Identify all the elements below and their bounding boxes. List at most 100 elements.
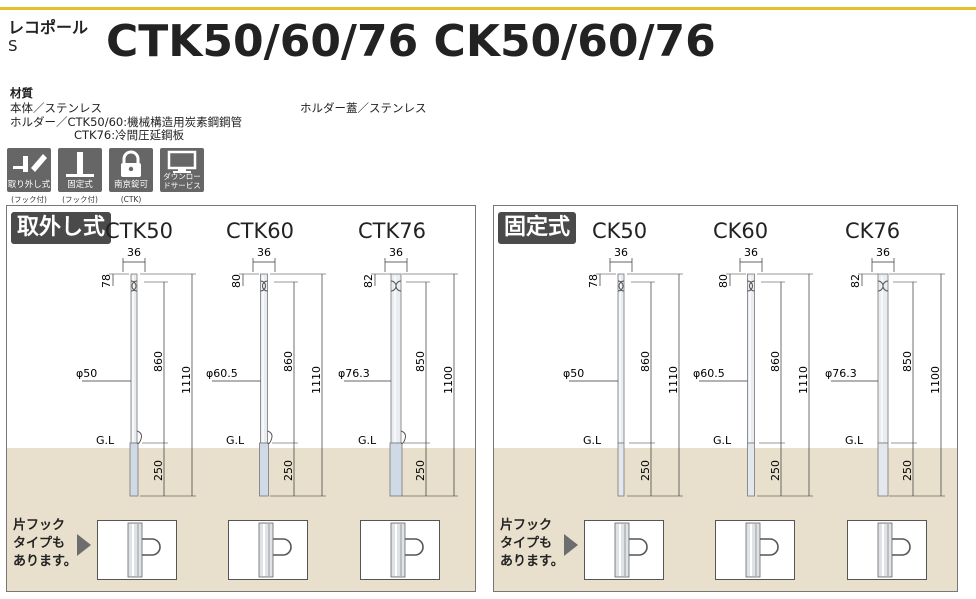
arrow-icon: [77, 534, 91, 556]
dim-diameter: φ50: [563, 367, 584, 380]
dim-top: 78: [100, 274, 113, 288]
pole-embedded: [617, 442, 625, 497]
hook-note-line3: あります。: [500, 554, 564, 569]
lock-lever: [400, 430, 406, 444]
ground-level-label: G.L: [96, 434, 115, 447]
ground-level-label: G.L: [713, 434, 732, 447]
pole: [260, 273, 268, 444]
hook-photo-ctk76: [360, 520, 440, 580]
model-ctk50: CTK50: [105, 219, 173, 243]
hook-photo-ck50: [584, 520, 664, 580]
pole: [747, 273, 755, 444]
dim-width: 36: [389, 246, 403, 259]
materials-heading: 材質: [10, 86, 33, 100]
hook-note-line2: タイプも: [500, 536, 553, 551]
pole-holder: [259, 442, 269, 497]
hook-note-line1: 片フック: [13, 518, 66, 533]
dim-above: 860: [282, 351, 295, 372]
model-ctk76: CTK76: [358, 219, 426, 243]
fixed-tag: 固定式: [498, 212, 577, 244]
pole: [130, 273, 138, 444]
dim-below: 250: [282, 460, 295, 481]
dim-total: 1110: [180, 366, 193, 394]
pole-thumb: [745, 522, 761, 578]
hook-note-line2: タイプも: [13, 536, 66, 551]
dim-top: 80: [717, 274, 730, 288]
dim-diameter: φ76.3: [825, 367, 857, 380]
materials-lid: ホルダー蓋／ステンレス: [300, 101, 427, 115]
hook-thumb: [405, 538, 424, 556]
pole-embedded: [747, 442, 755, 497]
series-name-line1: レコポール: [8, 18, 89, 37]
dim-total: 1110: [667, 366, 680, 394]
pole: [390, 273, 402, 444]
dim-diameter: φ60.5: [206, 367, 238, 380]
pole-holder: [129, 442, 139, 497]
hook-note-line1: 片フック: [500, 518, 553, 533]
hook-right: [395, 280, 402, 292]
dim-diameter: φ50: [76, 367, 97, 380]
series-name: レコポール S: [8, 18, 88, 56]
model-ck76: CK76: [845, 219, 901, 243]
ground-level-label: G.L: [358, 434, 377, 447]
ground-level-label: G.L: [845, 434, 864, 447]
dim-below: 250: [414, 460, 427, 481]
dim-total: 1110: [797, 366, 810, 394]
lock-lever: [136, 430, 142, 444]
pole-embedded: [877, 442, 889, 497]
dim-width: 36: [257, 246, 271, 259]
hook-thumb: [760, 538, 779, 556]
fixed-icon: 固定式: [58, 148, 102, 192]
download-icon-label: ダウンロードサービス: [163, 172, 201, 190]
dim-above: 850: [414, 351, 427, 372]
arrow-icon: [564, 534, 578, 556]
materials-holder-line2: CTK76:冷間圧延鋼板: [74, 128, 185, 142]
dim-below: 250: [639, 460, 652, 481]
dim-width: 36: [614, 246, 628, 259]
dim-top: 82: [362, 274, 375, 288]
hook-thumb: [629, 538, 648, 556]
hook-note: 片フック タイプも あります。: [500, 517, 564, 571]
dim-above: 860: [769, 351, 782, 372]
lock-icon-sub: (CTK): [120, 195, 142, 204]
dim-width: 36: [127, 246, 141, 259]
hook-photo-ck60: [715, 520, 795, 580]
dim-width: 36: [876, 246, 890, 259]
hook-note-line3: あります。: [13, 554, 77, 569]
hook-photo-ctk50: [97, 520, 177, 580]
fixed-drawings: 3678φ508601110250G.L3680φ60.58601110250G…: [563, 246, 945, 497]
hook-left: [747, 280, 753, 292]
dim-top: 78: [587, 274, 600, 288]
hook-left: [617, 280, 624, 292]
removable-drawings: 3678φ508601110250G.L3680φ60.58601110250G…: [76, 246, 458, 497]
hook-thumb: [273, 538, 292, 556]
hook-right: [262, 280, 268, 292]
dim-total: 1100: [442, 366, 455, 394]
lock-lever: [267, 430, 273, 444]
dim-below: 250: [901, 460, 914, 481]
lock-icon-label: 南京錠可: [113, 180, 148, 190]
ground-level-label: G.L: [226, 434, 245, 447]
pole: [877, 273, 889, 444]
hook-left: [130, 280, 137, 292]
hook-right: [618, 280, 625, 292]
hook-thumb: [142, 538, 161, 556]
pole-thumb: [258, 522, 274, 578]
download-icon: ダウンロードサービス: [160, 148, 204, 192]
fixed-icon-label: 固定式: [67, 180, 93, 190]
header-accent-bar: [0, 7, 976, 10]
dim-above: 850: [901, 351, 914, 372]
dim-total: 1110: [310, 366, 323, 394]
removable-icon: 取り外し式: [7, 148, 51, 192]
dim-total: 1100: [929, 366, 942, 394]
dim-diameter: φ76.3: [338, 367, 370, 380]
removable-icon-label: 取り外し式: [7, 180, 51, 190]
pole-holder: [389, 442, 403, 497]
pole-thumb: [390, 522, 406, 578]
hook-note: 片フック タイプも あります。: [13, 517, 77, 571]
pole-thumb: [877, 522, 893, 578]
hook-left: [260, 280, 266, 292]
materials-body: 本体／ステンレス: [10, 101, 102, 115]
